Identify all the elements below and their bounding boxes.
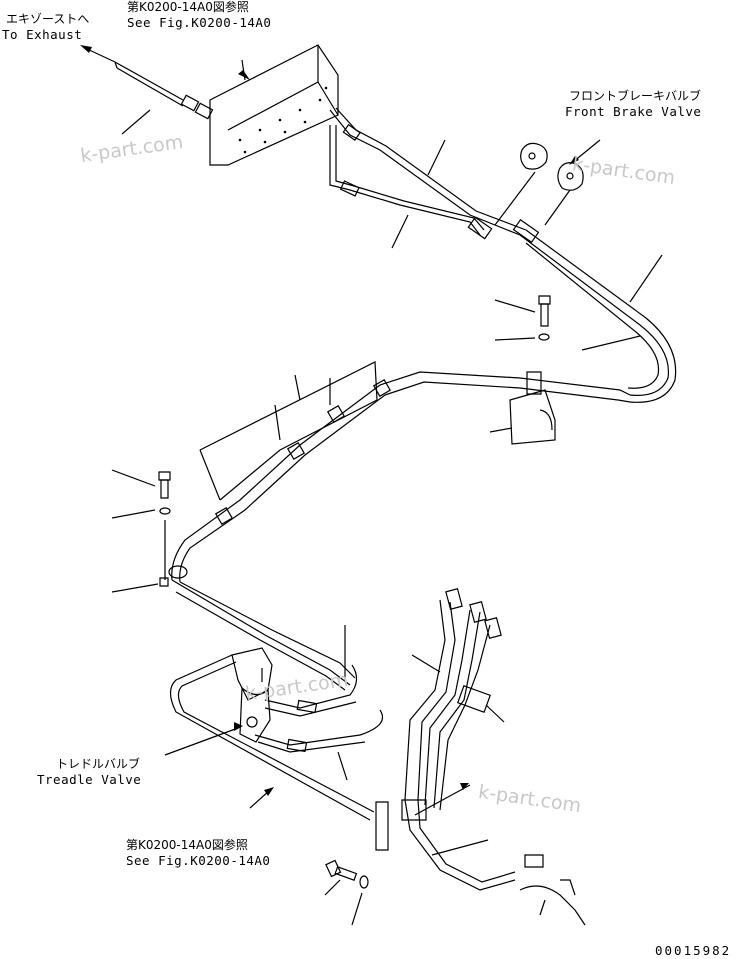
fig-ref-top-jp: 第K0200-14A0図参照 (127, 0, 249, 14)
treadle-valve-label-jp: トレドルバルブ (56, 757, 141, 771)
middle-pipe (380, 372, 630, 444)
front-brake-valve (495, 140, 600, 225)
drawing-number: 00015982 (655, 943, 732, 958)
bolt-washer-left (112, 470, 170, 592)
bolt-washer-bottom (325, 860, 368, 925)
exhaust-pipe (80, 45, 213, 134)
treadle-valve-label-en: Treadle Valve (37, 772, 142, 787)
long-pipes-left (169, 380, 390, 690)
bolt-washer-upper (495, 296, 550, 340)
front-brake-valve-label-jp: フロントブレーキバルブ (569, 89, 702, 103)
central-bracket (200, 362, 377, 500)
front-brake-valve-label-en: Front Brake Valve (565, 104, 702, 119)
fig-ref-bottom-en: See Fig.K0200-14A0 (126, 853, 271, 868)
upper-hoses (330, 108, 538, 248)
right-loop-pipe (520, 230, 676, 402)
lower-hose-bundle (376, 589, 515, 890)
treadle-valve (165, 625, 383, 820)
lower-right-fitting (520, 855, 585, 925)
fig-ref-bottom-jp: 第K0200-14A0図参照 (126, 838, 248, 852)
exhaust-label-jp: エキゾーストへ (6, 12, 90, 26)
fig-ref-top-en: See Fig.K0200-14A0 (127, 15, 272, 30)
exhaust-label-en: To Exhaust (2, 27, 83, 42)
top-bracket (210, 45, 338, 165)
